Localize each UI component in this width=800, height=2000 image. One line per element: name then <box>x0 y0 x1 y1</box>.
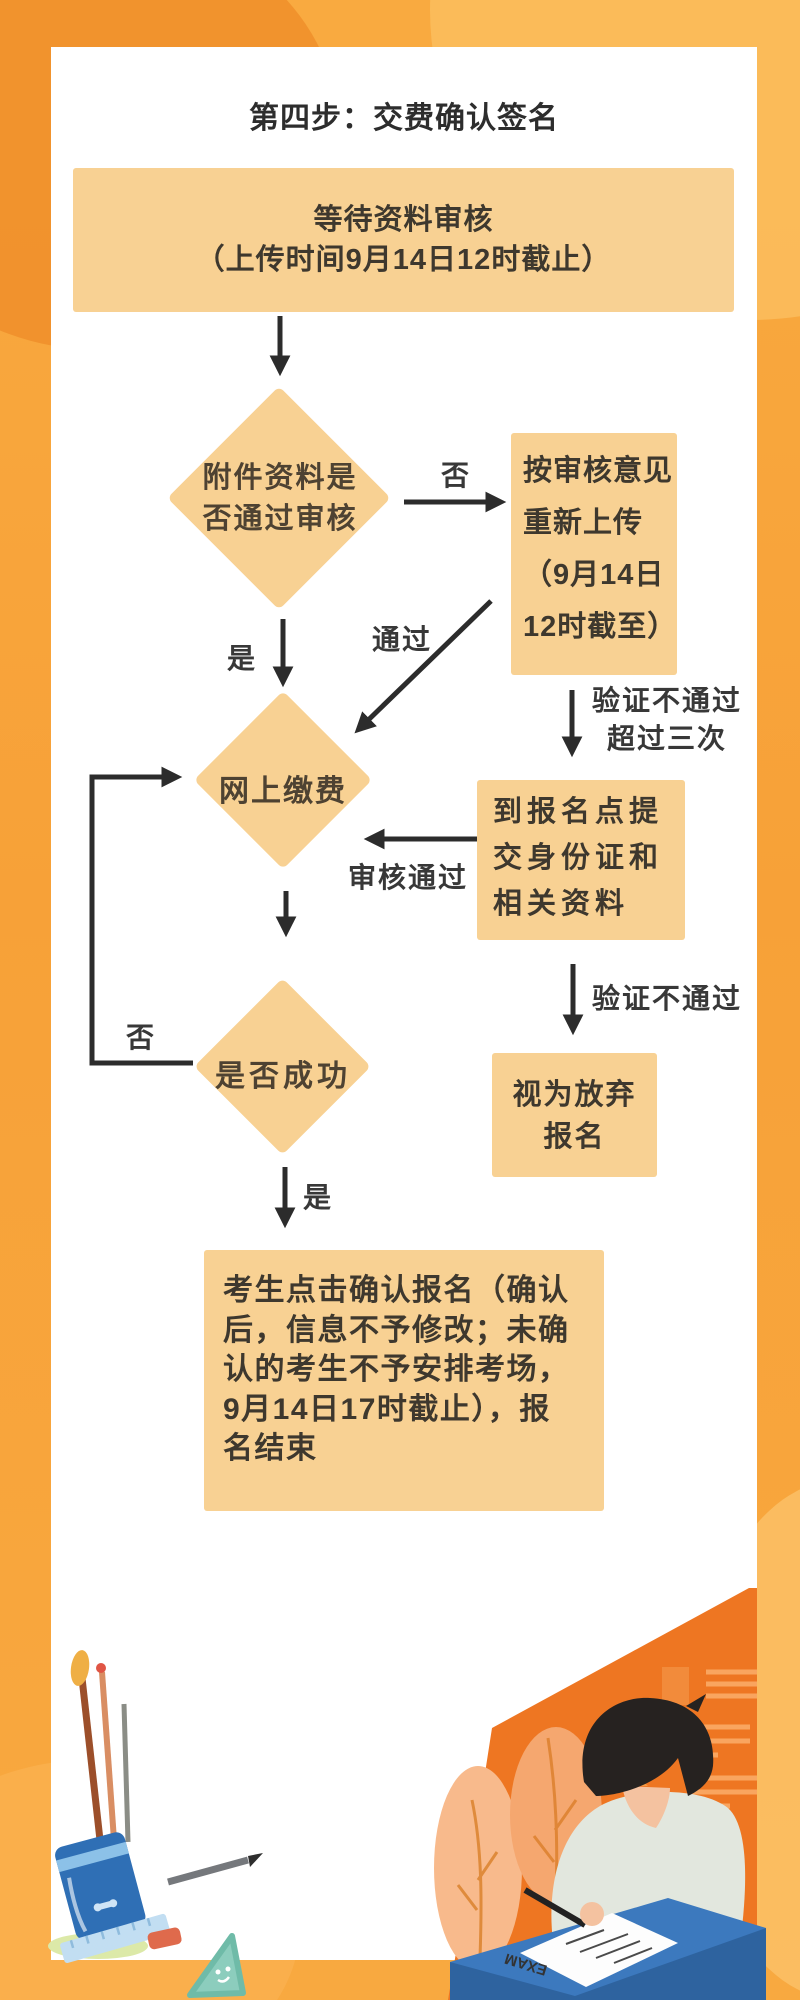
set-square-icon <box>187 1933 246 1998</box>
node-give-up-line2: 报名 <box>543 1121 606 1153</box>
student-arm <box>566 1856 604 1910</box>
edge-label-no-second: 否 <box>125 1022 157 1053</box>
decision-attachment-check: 附件资料是 否通过审核 <box>170 458 390 540</box>
paper-writing-lines <box>565 1929 653 1964</box>
node-onsite-submit-line1: 到报名点提 <box>493 796 664 828</box>
flowchart-card <box>51 47 757 1960</box>
desk-illustration: EXAM <box>450 1887 766 2000</box>
student-hand <box>580 1902 604 1926</box>
node-confirm-final-line1: 考生点击确认报名（确认 <box>223 1274 570 1307</box>
node-onsite-submit-line2: 交身份证和 <box>493 842 664 874</box>
node-confirm-final-line2: 后，信息不予修改；未确 <box>223 1313 570 1347</box>
edge-label-pass: 通过 <box>371 624 433 655</box>
student-hair <box>582 1697 714 1796</box>
node-reupload-line1: 按审核意见 <box>523 455 674 487</box>
plant-left-icon <box>434 1766 522 1970</box>
node-onsite-submit: 到报名点提 交身份证和 相关资料 <box>477 780 685 940</box>
edge-label-fail: 验证不通过 <box>591 983 743 1014</box>
eraser-icon <box>147 1927 182 1950</box>
node-give-up: 视为放弃 报名 <box>492 1053 657 1177</box>
red-pencil-tip <box>96 1663 106 1673</box>
loose-pencil-icon <box>167 1856 249 1886</box>
edge-label-yes-second: 是 <box>302 1182 334 1213</box>
decision-attachment-check-line2: 否通过审核 <box>202 503 358 535</box>
edge-label-fail-over-three-line2: 超过三次 <box>606 723 728 754</box>
ruler-icon <box>60 1913 171 1964</box>
decision-attachment-check-line1: 附件资料是 <box>202 462 358 494</box>
arrow-retry-loop <box>89 766 193 1066</box>
node-wait-review: 等待资料审核 （上传时间9月14日12时截止） <box>73 168 734 312</box>
page-title: 第四步：交费确认签名 <box>249 102 559 135</box>
node-reupload-line3: （9月14日 <box>523 559 665 591</box>
student-hair-tuft <box>686 1694 706 1712</box>
edge-label-fail-over-three: 验证不通过 超过三次 <box>592 682 742 758</box>
pen-cup-icon <box>55 1650 146 1940</box>
node-confirm-final-line4: 9月14日17时截止），报 <box>223 1392 551 1426</box>
edge-label-review-pass: 审核通过 <box>347 862 469 893</box>
edge-label-yes-first: 是 <box>226 643 258 674</box>
paintbrush-bristles <box>70 1650 90 1686</box>
student-face <box>622 1786 670 1828</box>
edge-label-fail-over-three-line1: 验证不通过 <box>591 685 743 716</box>
node-reupload-line4: 12时截至） <box>523 611 678 643</box>
red-pencil-icon <box>99 1671 117 1841</box>
node-confirm-final-line3: 认的考生不予安排考场， <box>223 1353 570 1386</box>
decision-pay-online: 网上缴费 <box>219 775 347 808</box>
node-wait-review-line1: 等待资料审核 <box>313 204 494 236</box>
exam-paper <box>520 1913 678 1987</box>
arrow-reupload-pass-to-pay <box>354 599 493 734</box>
bottom-illustration: EXAM <box>48 1588 766 2000</box>
node-confirm-final: 考生点击确认报名（确认 后，信息不予修改；未确 认的考生不予安排考场， 9月14… <box>204 1250 604 1511</box>
writing-pencil-icon <box>523 1887 587 1928</box>
bulletin-card-icon <box>662 1667 689 1705</box>
stationery-illustration <box>48 1650 263 1998</box>
node-reupload-line2: 重新上传 <box>523 507 644 539</box>
node-reupload: 按审核意见 重新上传 （9月14日 12时截至） <box>511 433 677 675</box>
node-wait-review-line2: （上传时间9月14日12时截止） <box>195 244 612 276</box>
paintbrush-icon <box>78 1677 104 1841</box>
node-onsite-submit-line3: 相关资料 <box>493 888 630 920</box>
node-confirm-final-line5: 名结束 <box>223 1432 318 1465</box>
loose-pencil-tip <box>248 1853 263 1867</box>
edge-label-no-first: 否 <box>440 460 472 491</box>
node-give-up-line1: 视为放弃 <box>512 1079 637 1111</box>
gray-stick-icon <box>121 1703 131 1843</box>
decision-success: 是否成功 <box>215 1060 351 1093</box>
